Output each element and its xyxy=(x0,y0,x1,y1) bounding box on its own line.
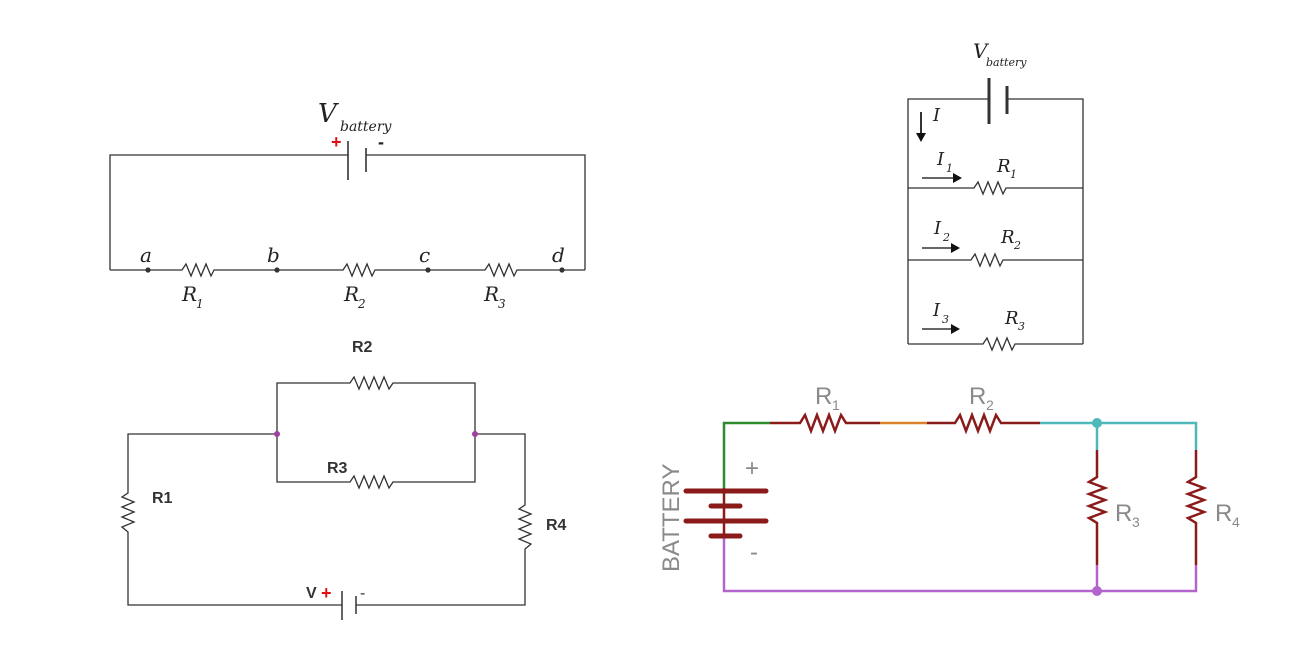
wire-green xyxy=(722,421,770,488)
node-c-label: c xyxy=(419,243,430,267)
parallel-circuit xyxy=(907,78,1084,352)
i2-label: I xyxy=(933,218,942,239)
i3-label: I xyxy=(932,300,941,321)
junction-bottom-dot xyxy=(1092,586,1102,596)
combo-r3-label: R3 xyxy=(327,460,348,477)
parallel-r1-label: R xyxy=(996,156,1011,177)
i1-subscript: 1 xyxy=(946,162,953,175)
combo-r4-label: R4 xyxy=(546,517,567,534)
parallel-wire-top-left xyxy=(907,98,989,344)
parallel-r1-subscript: 1 xyxy=(1010,168,1017,181)
series-wire-top-right xyxy=(366,154,586,270)
wire-purple xyxy=(722,538,1198,593)
parallel-r2-subscript: 2 xyxy=(1013,239,1021,252)
arrowhead-i1-icon xyxy=(953,173,962,183)
node-b-dot xyxy=(274,267,280,273)
combo-circuit-left xyxy=(120,375,533,620)
resistor-r4-wire xyxy=(1184,450,1208,565)
parallel-arrowheads xyxy=(916,133,962,334)
right-r4-subscript: 4 xyxy=(1232,514,1240,530)
series-minus-sign: - xyxy=(378,132,384,152)
right-r2-label: R xyxy=(969,383,986,410)
node-c-dot xyxy=(425,267,431,273)
node-a-dot xyxy=(145,267,151,273)
i-total-label: I xyxy=(932,105,941,126)
arrowhead-i3-icon xyxy=(951,324,960,334)
right-r1-label: R xyxy=(815,383,832,410)
parallel-v-label: V xyxy=(973,39,990,63)
arrowhead-i-total-icon xyxy=(916,133,926,142)
combo-parallel-r3 xyxy=(276,434,476,490)
series-v-label: V xyxy=(318,99,339,129)
combo-r2-label: R2 xyxy=(352,339,373,356)
right-r4-label: R xyxy=(1215,500,1232,527)
series-nodes xyxy=(145,267,565,273)
series-r2-label: R xyxy=(343,282,359,306)
combo-left-wire-left xyxy=(120,433,342,606)
series-circuit xyxy=(109,141,586,278)
right-r3-label: R xyxy=(1115,500,1132,527)
node-a-label: a xyxy=(140,243,152,267)
right-r2-subscript: 2 xyxy=(986,397,994,413)
right-r1-subscript: 1 xyxy=(832,397,840,413)
parallel-wire-top-right xyxy=(1007,98,1084,344)
resistor-r3-wire xyxy=(1085,450,1109,565)
battery-plus-sign: + xyxy=(745,455,759,482)
series-r3-label: R xyxy=(483,282,499,306)
combo-plus-sign: + xyxy=(321,583,332,603)
branch-r2-wire xyxy=(908,252,1083,268)
parallel-r3-label: R xyxy=(1004,308,1019,329)
branch-r3-wire xyxy=(908,336,1083,352)
series-r2-subscript: 2 xyxy=(357,297,366,311)
i3-subscript: 3 xyxy=(942,313,949,326)
node-d-dot xyxy=(559,267,565,273)
arrowhead-i2-icon xyxy=(951,243,960,253)
combo-v-label: V xyxy=(306,585,317,602)
resistor-r2-wire xyxy=(927,411,1040,435)
series-plus-sign: + xyxy=(331,132,342,152)
series-r1-subscript: 1 xyxy=(196,297,204,311)
battery-minus-sign: - xyxy=(750,539,758,566)
i1-label: I xyxy=(936,149,945,170)
battery-cells-icon xyxy=(683,488,769,539)
right-r3-subscript: 3 xyxy=(1132,514,1140,530)
resistor-r1-wire xyxy=(770,411,880,435)
wire-teal xyxy=(1040,421,1198,450)
parallel-r2-label: R xyxy=(1000,227,1015,248)
branch-r1-wire xyxy=(908,180,1083,196)
junction-left-dot xyxy=(274,431,280,437)
junction-top-dot xyxy=(1092,418,1102,428)
combo-parallel-r2 xyxy=(276,375,476,434)
series-wire-bottom xyxy=(110,262,585,278)
parallel-v-subscript: battery xyxy=(986,56,1027,69)
node-d-label: d xyxy=(552,243,565,267)
series-wire-top-left xyxy=(109,154,348,270)
series-r3-subscript: 3 xyxy=(498,297,506,311)
combo-r1-label: R1 xyxy=(152,490,173,507)
combo-left-wire-right xyxy=(356,433,533,606)
i2-subscript: 2 xyxy=(942,231,950,244)
series-r1-label: R xyxy=(181,282,197,306)
node-b-label: b xyxy=(267,243,280,267)
battery-label: BATTERY xyxy=(658,464,685,572)
series-v-subscript: battery xyxy=(340,119,393,135)
combo-minus-sign: - xyxy=(360,585,365,602)
parallel-r3-subscript: 3 xyxy=(1018,320,1025,333)
junction-right-dot xyxy=(472,431,478,437)
